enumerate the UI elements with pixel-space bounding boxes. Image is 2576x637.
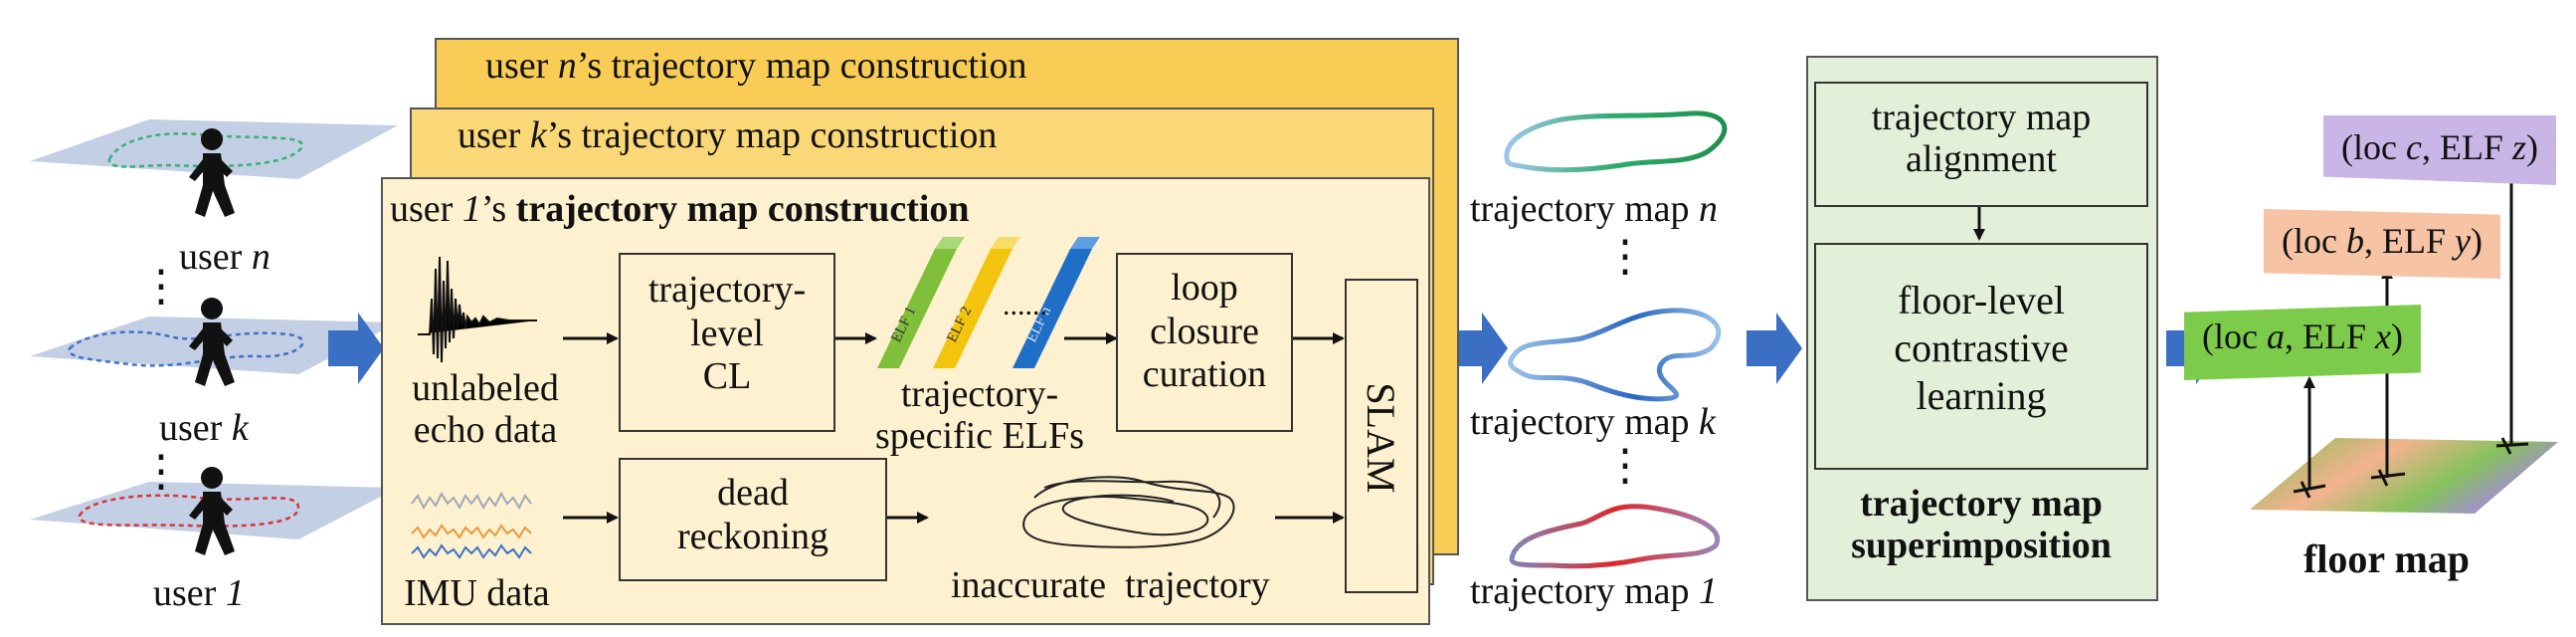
- trajectory-map-n-shape: [1504, 110, 1728, 173]
- elf-caption: trajectory-specific ELFs: [874, 373, 1084, 457]
- inaccurate-trajectory-label: inaccurate trajectory: [951, 564, 1270, 606]
- flow-arrow-2: [1452, 313, 1508, 384]
- user-k-label: user k: [159, 407, 249, 450]
- flow-small-arrows: [563, 332, 1345, 524]
- user-n-word: user: [179, 236, 243, 278]
- panel-user-1: [381, 177, 1430, 625]
- user-n-person-icon: [189, 128, 235, 217]
- tag-loc-c: (loc c, ELF z): [2323, 115, 2556, 185]
- trajectory-map-k-shape: [1508, 308, 1722, 402]
- panel-user-n-title: user n’s trajectory map construction: [485, 45, 1027, 87]
- inaccurate-trajectory-shape: [1022, 476, 1235, 548]
- trajectory-map-n-label: trajectory map n: [1470, 188, 1719, 230]
- user-1-word: user: [153, 572, 217, 614]
- user-n-id: n: [251, 236, 271, 278]
- user-k-word: user: [159, 407, 223, 449]
- ellipsis-maps-top: ⋮: [1603, 232, 1647, 281]
- flow-arrow-1: [328, 313, 384, 384]
- user-1-label: user 1: [153, 572, 245, 615]
- panel-user-1-title: user 1’s trajectory map construction: [390, 188, 970, 230]
- tag-loc-b: (loc b, ELF y): [2264, 209, 2500, 279]
- ellipsis-maps-bottom: ⋮: [1603, 441, 1647, 490]
- elf-1-bar: [877, 237, 965, 368]
- user-k-id: k: [231, 407, 249, 449]
- floor-map-plane: [2250, 438, 2558, 514]
- trajectory-map-1-label: trajectory map 1: [1470, 570, 1719, 612]
- ellipsis-users-bottom: ⋮: [139, 447, 183, 496]
- trajectory-map-k-label: trajectory map k: [1470, 401, 1716, 443]
- imu-waveform-icon: [411, 491, 532, 559]
- echo-waveform-icon: [418, 256, 537, 363]
- elf-2-bar: [933, 237, 1020, 368]
- user-1-id: 1: [225, 572, 245, 614]
- ellipsis-users-top: ⋮: [139, 262, 183, 311]
- panel-user-k-title: user k’s trajectory map construction: [458, 114, 998, 156]
- superimposition-panel: [1806, 56, 2158, 601]
- contrastive-learning-box: floor-level contrastive learning: [1814, 243, 2148, 470]
- floor-map-label: floor map: [2303, 536, 2471, 581]
- imu-data-label: IMU data: [404, 572, 550, 614]
- tag-loc-a: (loc a, ELF x): [2184, 305, 2421, 380]
- trajectory-map-1-shape: [1509, 504, 1721, 569]
- user-1-person-icon: [189, 467, 235, 555]
- slam-box: SLAM: [1345, 279, 1418, 593]
- elf-dots: ......: [1003, 289, 1047, 321]
- user-k-person-icon: [189, 298, 235, 386]
- alignment-box: trajectory map alignment: [1814, 82, 2148, 207]
- elf-n-bar: [1012, 237, 1100, 368]
- flow-arrow-3: [1747, 313, 1802, 384]
- user-n-label: user n: [179, 236, 271, 279]
- floor-map-arrows: [2293, 133, 2529, 499]
